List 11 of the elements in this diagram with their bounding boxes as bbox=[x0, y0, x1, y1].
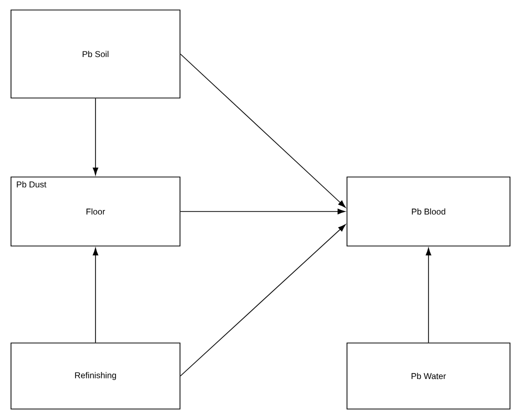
process-box: Refinishing bbox=[10, 342, 180, 410]
arrow bbox=[92, 98, 98, 176]
arrow bbox=[92, 248, 98, 343]
arrow bbox=[180, 208, 346, 214]
process-box: Pb Water bbox=[346, 342, 510, 410]
process-box: Pb Blood bbox=[346, 176, 510, 246]
process-box: Floor Pb Dust bbox=[10, 176, 180, 246]
arrow bbox=[426, 248, 432, 343]
process-box: Pb Soil bbox=[10, 10, 180, 98]
arrow bbox=[180, 224, 346, 376]
arrow bbox=[180, 54, 346, 208]
